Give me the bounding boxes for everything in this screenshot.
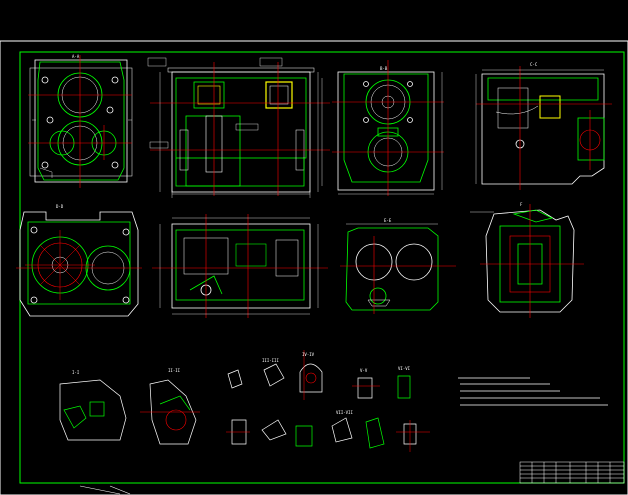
label-section-4: IV-IV (302, 352, 315, 357)
view-top-left[interactable] (28, 55, 133, 188)
label-view-detail-right: F (520, 202, 523, 207)
view-mid-center[interactable] (152, 214, 328, 318)
label-view-mid-right: E-E (384, 218, 392, 223)
label-view-mid-left: D-D (56, 204, 64, 209)
view-front[interactable] (147, 57, 330, 198)
view-labels: A-A B-B C-C D-D E-E F I-I II-II III-III … (56, 54, 538, 415)
title-block (519, 461, 625, 484)
view-side[interactable] (332, 60, 444, 196)
label-section-2: II-II (168, 368, 181, 373)
view-mid-left[interactable] (16, 211, 142, 317)
view-right-section[interactable] (475, 66, 612, 190)
label-section-7: VII-VII (336, 410, 353, 415)
label-view-side: B-B (380, 66, 388, 71)
label-view-top-left: A-A (72, 54, 80, 59)
label-view-right-section: C-C (530, 62, 538, 67)
label-section-6: VI-VI (398, 366, 411, 371)
label-section-1: I-I (72, 370, 80, 375)
label-section-5: V-V (360, 368, 368, 373)
technical-notes (458, 377, 608, 406)
view-detail-right[interactable] (470, 204, 584, 318)
label-section-3: III-III (262, 358, 279, 363)
view-mid-right[interactable] (340, 223, 456, 314)
section-details[interactable] (59, 350, 430, 452)
